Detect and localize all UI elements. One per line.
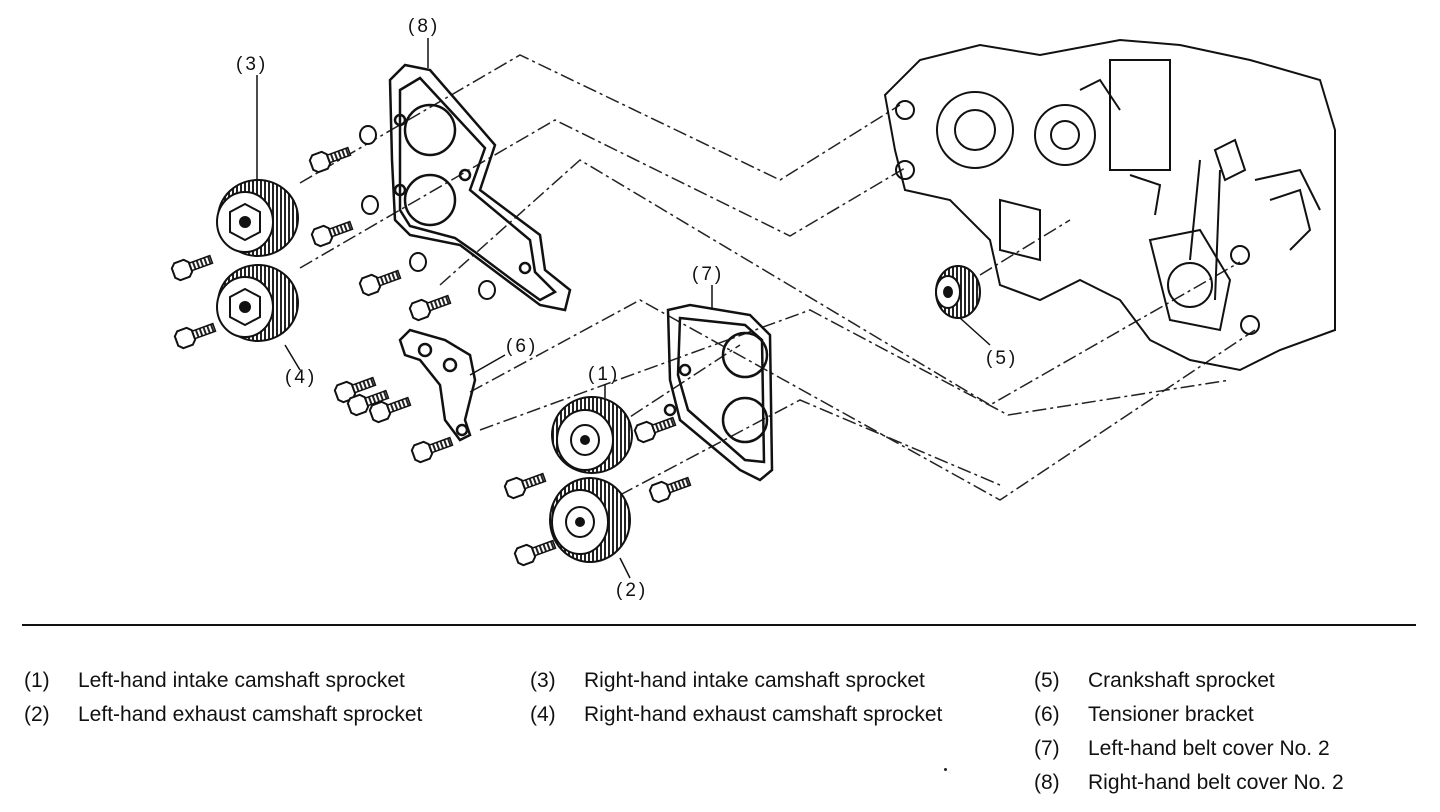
right-hand-belt-cover [388,63,572,312]
legend-number: (5) [1034,669,1060,692]
legend-label: Left-hand exhaust camshaft sprocket [78,703,423,726]
crankshaft-sprocket [935,265,981,319]
alignment-lines [299,54,1256,501]
legend-divider [22,624,1416,626]
legend-column-1: (1) Left-hand intake camshaft sprocket (… [24,664,464,732]
legend-item-3: (3) Right-hand intake camshaft sprocket [530,664,970,698]
leader-lines [256,38,991,579]
legend-number: (7) [1034,737,1060,760]
callout-5: (5) [986,348,1018,369]
legend-label: Right-hand belt cover No. 2 [1088,771,1344,794]
legend-item-7: (7) Left-hand belt cover No. 2 [1034,732,1434,766]
legend-item-5: (5) Crankshaft sprocket [1034,664,1434,698]
tensioner-bracket [398,328,477,442]
legend-number: (8) [1034,771,1060,794]
legend-label: Tensioner bracket [1088,703,1254,726]
legend-number: (4) [530,703,556,726]
left-hand-exhaust-sprocket [549,477,631,563]
legend-item-1: (1) Left-hand intake camshaft sprocket [24,664,464,698]
legend-column-3: (5) Crankshaft sprocket (6) Tensioner br… [1034,664,1434,800]
legend-label: Left-hand intake camshaft sprocket [78,669,405,692]
legend-label: Right-hand exhaust camshaft sprocket [584,703,943,726]
legend-number: (6) [1034,703,1060,726]
callout-4: (4) [285,367,317,388]
legend-item-6: (6) Tensioner bracket [1034,698,1434,732]
legend-number: (3) [530,669,556,692]
engine-block [883,38,1336,372]
callout-2: (2) [616,580,648,601]
callout-7: (7) [692,264,724,285]
callout-6: (6) [506,336,538,357]
legend-number: (1) [24,669,50,692]
collars [359,125,496,300]
callout-8: (8) [408,16,440,37]
right-hand-exhaust-sprocket [216,264,299,342]
legend-label: Right-hand intake camshaft sprocket [584,669,925,692]
legend-item-8: (8) Right-hand belt cover No. 2 [1034,766,1434,800]
legend-column-2: (3) Right-hand intake camshaft sprocket … [530,664,970,732]
legend-label: Crankshaft sprocket [1088,669,1275,692]
legend-item-4: (4) Right-hand exhaust camshaft sprocket [530,698,970,732]
callout-1: (1) [588,364,620,385]
legend-item-2: (2) Left-hand exhaust camshaft sprocket [24,698,464,732]
legend-number: (2) [24,703,50,726]
left-hand-belt-cover [663,303,774,482]
stray-dot [944,768,947,771]
right-hand-intake-sprocket [216,179,299,257]
callout-3: (3) [236,54,268,75]
legend-label: Left-hand belt cover No. 2 [1088,737,1330,760]
exploded-view-diagram: (3) (8) (7) (6) (1) (4) (2) (5) [169,16,1336,601]
left-hand-intake-sprocket [551,396,633,474]
